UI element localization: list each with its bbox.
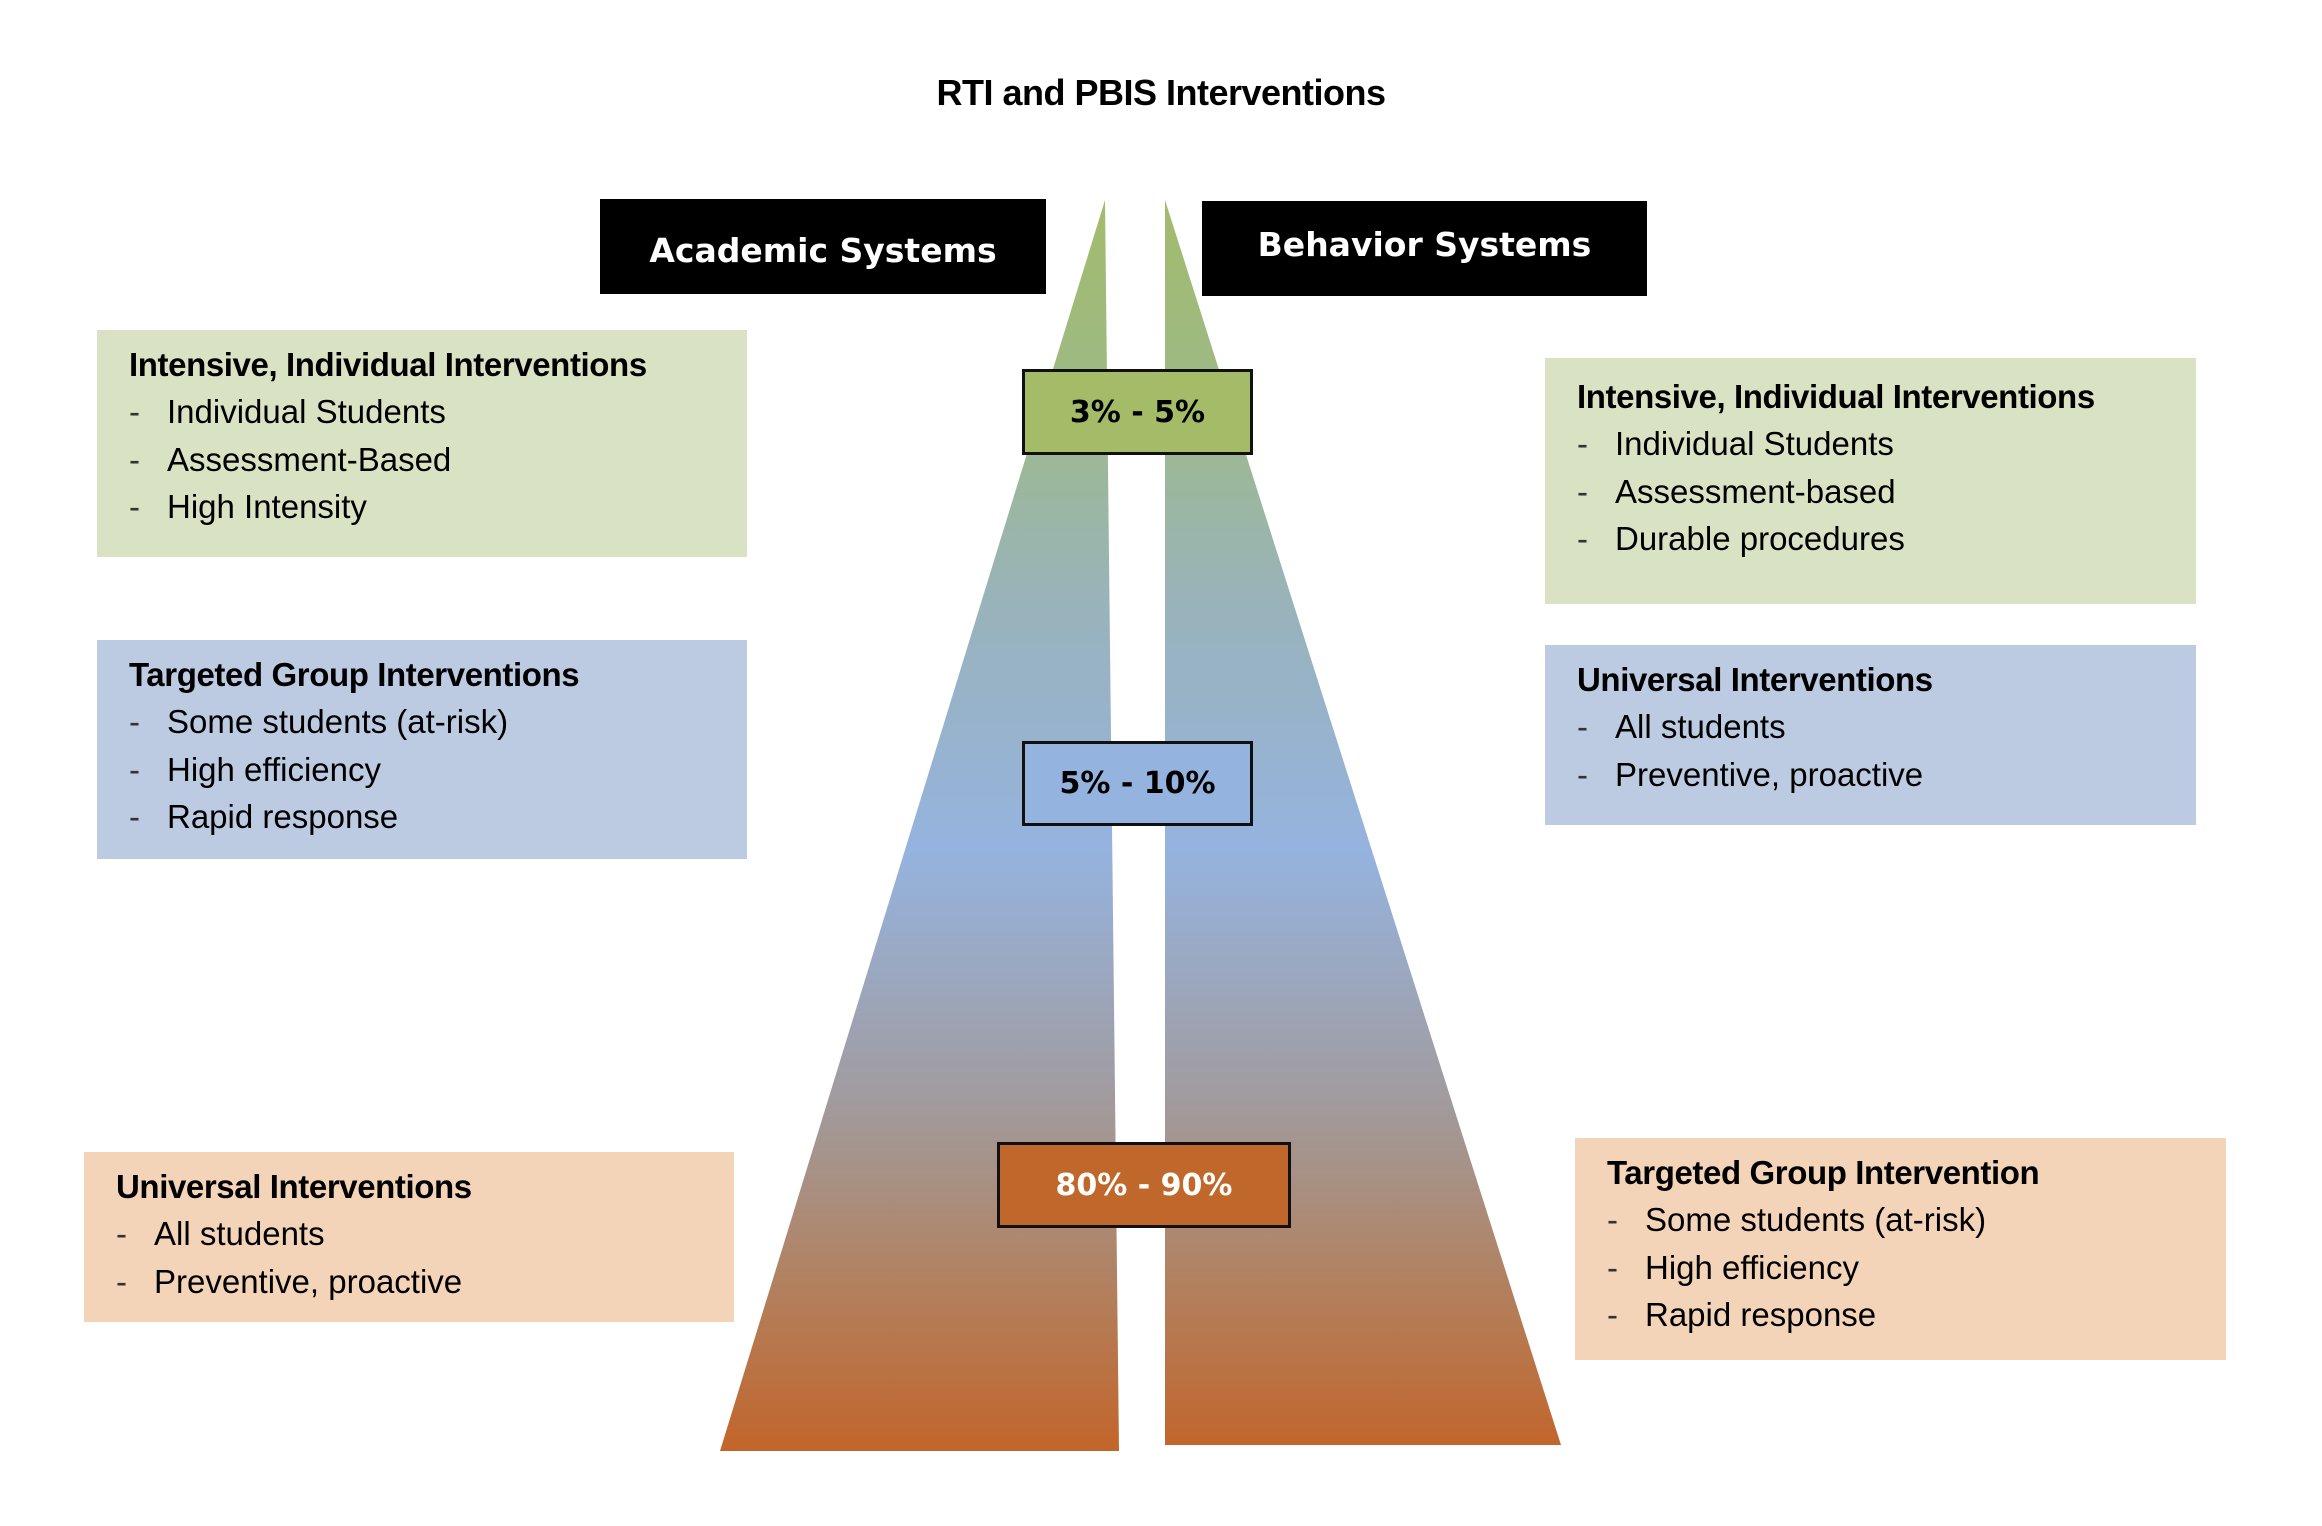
list-item-text: Assessment-based — [1615, 472, 1896, 510]
list-item-text: All students — [1615, 708, 1786, 745]
bullet-dash: - — [129, 488, 140, 525]
list-item: -Assessment-Based — [129, 436, 747, 484]
academic-intensive-box: Intensive, Individual Interventions -Ind… — [97, 330, 747, 557]
academic-pyramid-half — [720, 200, 1119, 1451]
list-item: -All students — [116, 1210, 734, 1258]
box-heading: Universal Interventions — [116, 1168, 472, 1205]
tier-percentage: 80% - 90% — [1055, 1167, 1233, 1203]
behavior-systems-header: Behavior Systems — [1202, 201, 1647, 296]
list-item-text: High efficiency — [167, 750, 382, 788]
tier-label-targeted: 5% - 10% — [1022, 741, 1253, 826]
list-item-text: Individual Students — [1615, 425, 1894, 462]
list-item: -High Intensity — [129, 483, 747, 531]
behavior-intensive-box: Intensive, Individual Interventions -Ind… — [1545, 358, 2196, 604]
list-item: -High efficiency — [1607, 1244, 2226, 1292]
bullet-dash: - — [1577, 708, 1588, 745]
list-item-text: All students — [154, 1215, 325, 1252]
list-item: -Some students (at-risk) — [129, 698, 747, 746]
bullet-dash: - — [129, 393, 140, 430]
list-item: -Preventive, proactive — [116, 1258, 734, 1306]
list-item-text: Some students (at-risk) — [167, 703, 509, 740]
bullet-dash: - — [129, 703, 140, 740]
list-item-text: High efficiency — [1645, 1248, 1860, 1286]
bullet-dash: - — [116, 1262, 127, 1300]
box-heading: Intensive, Individual Interventions — [129, 346, 647, 383]
academic-systems-label: Academic Systems — [649, 231, 997, 270]
bullet-dash: - — [1607, 1248, 1618, 1286]
academic-systems-header: Academic Systems — [600, 199, 1046, 294]
behavior-universal-box: Universal Interventions -All students -P… — [1545, 645, 2196, 825]
list-item: -Individual Students — [1577, 420, 2196, 468]
bullet-dash: - — [1577, 755, 1588, 793]
list-item-text: Durable procedures — [1615, 520, 1905, 557]
list-item: -Some students (at-risk) — [1607, 1196, 2226, 1244]
box-heading: Targeted Group Intervention — [1607, 1154, 2040, 1191]
tier-percentage: 3% - 5% — [1069, 394, 1206, 430]
list-item: -Preventive, proactive — [1577, 751, 2196, 799]
box-heading: Intensive, Individual Interventions — [1577, 378, 2095, 415]
bullet-dash: - — [129, 798, 140, 835]
list-item-text: Individual Students — [167, 393, 446, 430]
bullet-dash: - — [129, 750, 140, 788]
tier-percentage: 5% - 10% — [1059, 766, 1216, 801]
academic-universal-box: Universal Interventions -All students -P… — [84, 1152, 734, 1322]
list-item: -Rapid response — [1607, 1291, 2226, 1339]
list-item-text: Preventive, proactive — [1615, 755, 1924, 793]
list-item-text: Some students (at-risk) — [1645, 1201, 1987, 1238]
list-item-text: Rapid response — [167, 798, 399, 835]
box-heading: Targeted Group Interventions — [129, 656, 580, 693]
behavior-pyramid-half — [1165, 200, 1561, 1445]
list-item-text: High Intensity — [167, 488, 367, 525]
bullet-dash: - — [1577, 520, 1588, 557]
tier-label-intensive: 3% - 5% — [1022, 369, 1253, 455]
academic-targeted-box: Targeted Group Interventions -Some stude… — [97, 640, 747, 859]
diagram-title: RTI and PBIS Interventions — [936, 72, 1386, 113]
bullet-dash: - — [1607, 1296, 1618, 1333]
bullet-dash: - — [116, 1215, 127, 1252]
behavior-targeted-box: Targeted Group Intervention -Some studen… — [1575, 1138, 2226, 1360]
bullet-dash: - — [1577, 425, 1588, 462]
list-item-text: Assessment-Based — [167, 440, 452, 478]
bullet-dash: - — [1607, 1201, 1618, 1238]
bullet-dash: - — [1577, 472, 1588, 510]
box-heading: Universal Interventions — [1577, 661, 1933, 698]
list-item: -High efficiency — [129, 746, 747, 794]
list-item: -Rapid response — [129, 793, 747, 841]
list-item-text: Preventive, proactive — [154, 1262, 463, 1300]
behavior-systems-label: Behavior Systems — [1257, 225, 1592, 264]
bullet-dash: - — [129, 440, 140, 478]
list-item-text: Rapid response — [1645, 1296, 1877, 1333]
list-item: -Durable procedures — [1577, 515, 2196, 563]
list-item: -Individual Students — [129, 388, 747, 436]
list-item: -All students — [1577, 703, 2196, 751]
list-item: -Assessment-based — [1577, 468, 2196, 516]
tier-label-universal: 80% - 90% — [997, 1142, 1291, 1228]
